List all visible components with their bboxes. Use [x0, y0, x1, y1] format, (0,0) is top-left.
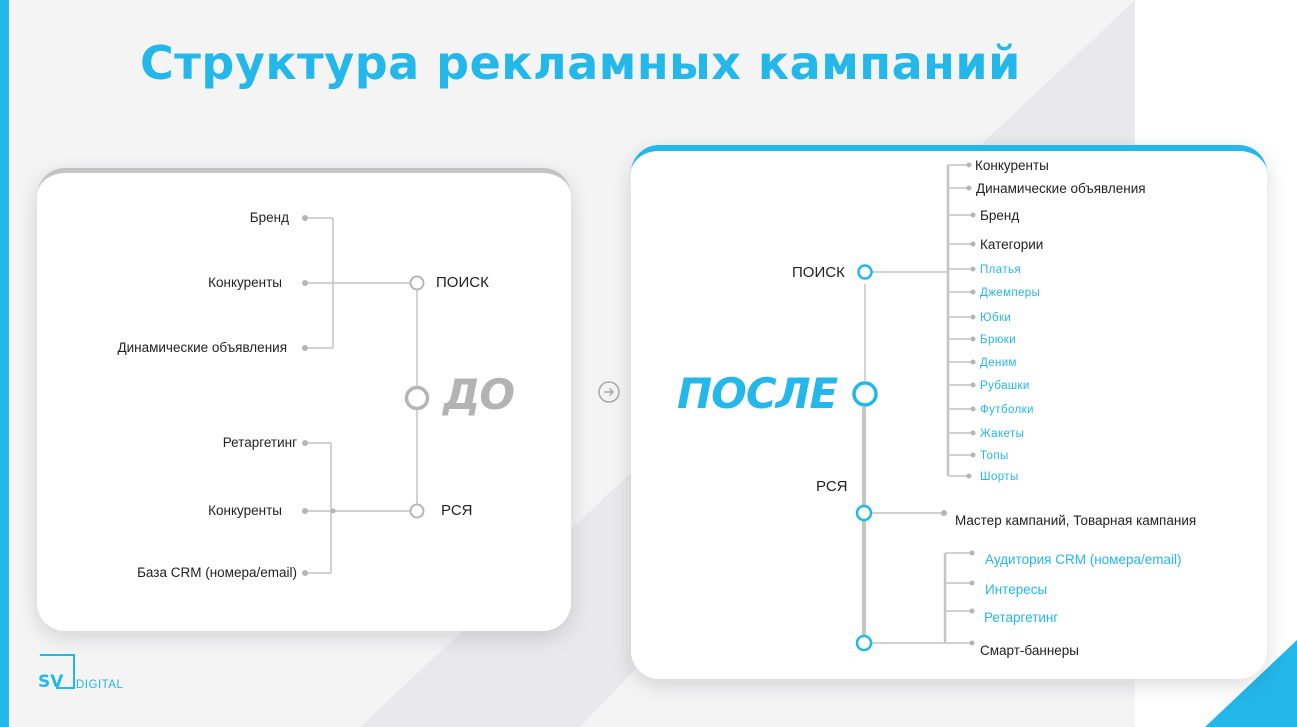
before-card: Бренд Конкуренты Динамические объявления…	[37, 168, 571, 631]
after-audience-crm: Аудитория CRM (номера/email)	[985, 552, 1182, 567]
category-item-tshirts: Футболки	[980, 404, 1034, 416]
after-stage-label: ПОСЛЕ	[677, 369, 838, 418]
after-search-ticks	[948, 164, 973, 477]
before-stage-label: ДО	[443, 370, 515, 419]
after-search-node	[857, 264, 873, 280]
before-search-node	[409, 275, 425, 291]
before-root-node	[404, 385, 430, 411]
after-search-item-dynamic: Динамические объявления	[976, 181, 1146, 196]
before-search-item-competitors: Конкуренты	[208, 275, 282, 290]
before-rsya-item-competitors: Конкуренты	[208, 503, 282, 518]
after-search-label: ПОИСК	[792, 264, 845, 281]
after-rsya-smart: Смарт-баннеры	[980, 643, 1079, 658]
category-item-jumpers: Джемперы	[980, 287, 1041, 299]
category-item-dresses: Платья	[980, 264, 1022, 276]
after-search-item-categories: Категории	[980, 237, 1044, 252]
after-rsya-label: РСЯ	[816, 478, 848, 495]
before-search-item-brand: Бренд	[249, 210, 289, 225]
before-search-item-dynamic: Динамические объявления	[117, 340, 287, 355]
category-item-jackets: Жакеты	[980, 428, 1025, 440]
before-rsya-node	[409, 503, 425, 519]
before-rsya-item-retargeting: Ретаргетинг	[222, 435, 297, 450]
after-search-item-competitors: Конкуренты	[975, 158, 1049, 173]
after-card: ПОИСК Конкуренты Динамические объявления…	[631, 145, 1267, 679]
after-tree-lines	[852, 162, 976, 652]
category-item-skirts: Юбки	[980, 312, 1012, 324]
category-item-tops: Топы	[980, 450, 1009, 462]
accent-side-bar	[0, 0, 9, 727]
after-rsya-master: Мастер кампаний, Товарная кампания	[955, 513, 1197, 528]
logo-mark: SV	[38, 672, 64, 690]
category-item-trousers: Брюки	[980, 334, 1017, 346]
before-search-label: ПОИСК	[436, 274, 489, 291]
before-tree-lines	[302, 215, 430, 576]
category-item-shirts: Рубашки	[980, 380, 1030, 392]
category-item-shorts: Шорты	[980, 471, 1019, 483]
after-root-node	[852, 381, 878, 407]
after-master-node	[855, 504, 873, 522]
before-rsya-label: РСЯ	[441, 502, 473, 519]
after-smart-node	[855, 634, 873, 652]
sv-digital-logo: SV DIGITAL	[38, 654, 123, 690]
after-audience-retargeting: Ретаргетинг	[984, 610, 1059, 625]
after-audience-interests: Интересы	[985, 582, 1048, 597]
page-title: Структура рекламных кампаний	[140, 36, 1021, 90]
arrow-right-icon	[598, 381, 620, 403]
after-search-item-brand: Бренд	[980, 208, 1020, 223]
logo-text: DIGITAL	[76, 679, 123, 690]
category-item-denim: Деним	[980, 357, 1017, 369]
before-rsya-item-crm: База CRM (номера/email)	[137, 565, 297, 580]
